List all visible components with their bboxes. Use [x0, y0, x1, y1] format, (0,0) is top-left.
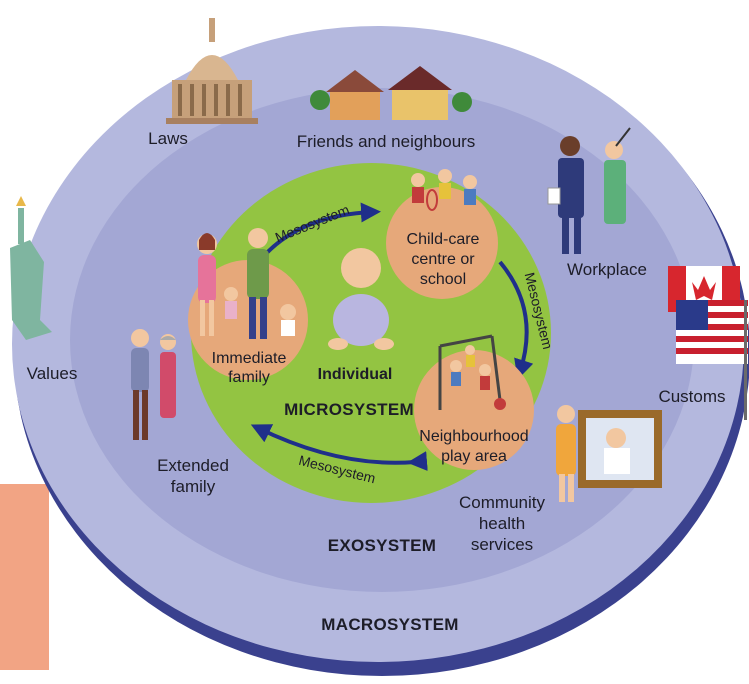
play-area-label-2: play area — [441, 448, 507, 465]
playground-icon — [438, 334, 506, 410]
houses-icon — [310, 66, 472, 120]
immediate-family-icon — [197, 228, 296, 339]
baby-icon — [328, 248, 394, 350]
extended-family-label-2: family — [171, 477, 216, 496]
extended-family-icon — [131, 329, 176, 440]
health-label-2: health — [479, 514, 525, 533]
laws-label: Laws — [148, 129, 188, 148]
immediate-family-label-2: family — [228, 369, 270, 386]
extended-family-label-1: Extended — [157, 456, 229, 475]
person-icon — [556, 405, 576, 502]
mesosystem-arrow-bottom — [250, 424, 428, 472]
mesosystem-arrow-right — [498, 260, 534, 380]
mesosystem-arrow-top — [260, 202, 381, 260]
node-childcare — [386, 187, 498, 299]
macrosystem-label: MACROSYSTEM — [321, 615, 458, 634]
childcare-label-2: centre or — [411, 251, 475, 268]
workplace-icon — [547, 127, 631, 254]
children-icon — [411, 169, 477, 211]
individual-label: Individual — [318, 366, 393, 383]
flag-usa-icon — [676, 300, 748, 420]
health-label-3: services — [471, 535, 533, 554]
workplace-label: Workplace — [567, 260, 647, 279]
childcare-label-1: Child-care — [407, 231, 480, 248]
exosystem-label: EXOSYSTEM — [328, 536, 437, 555]
capitol-icon — [166, 18, 258, 124]
customs-label: Customs — [658, 387, 725, 406]
childcare-label-3: school — [420, 271, 466, 288]
tv-icon — [578, 410, 662, 488]
friends-label: Friends and neighbours — [297, 132, 476, 151]
node-immediate-family — [188, 260, 308, 380]
microsystem-label: MICROSYSTEM — [284, 400, 414, 419]
accent-block — [0, 484, 49, 670]
health-label-1: Community — [459, 493, 545, 512]
statue-of-liberty-icon — [10, 196, 52, 340]
values-label: Values — [27, 364, 78, 383]
play-area-label-1: Neighbourhood — [419, 428, 528, 445]
immediate-family-label-1: Immediate — [212, 350, 287, 367]
node-play-area — [414, 350, 534, 470]
